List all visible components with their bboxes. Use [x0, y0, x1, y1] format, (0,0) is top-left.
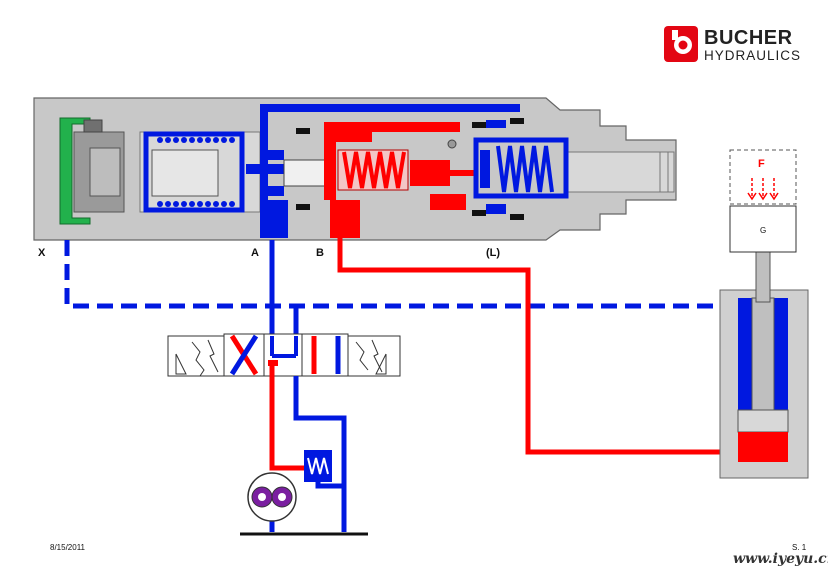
logo-brand-line1: BUCHER — [704, 27, 793, 49]
load-g-label: G — [760, 226, 767, 235]
footer-date: 8/15/2011 — [50, 543, 85, 552]
load-block — [729, 149, 797, 253]
tank-return-line — [293, 376, 347, 532]
logo-brand-line2: HYDRAULICS — [704, 48, 802, 63]
port-b-chamber — [324, 122, 476, 238]
port-label-l: (L) — [486, 247, 501, 259]
port-label-b: B — [316, 247, 324, 259]
seals — [296, 118, 524, 220]
left-spring-chamber — [143, 131, 245, 213]
right-spring-chamber — [473, 120, 569, 214]
line-b — [337, 238, 740, 455]
watermark: www.iyeyu.cn — [733, 551, 828, 567]
port-label-a: A — [251, 247, 259, 259]
pump — [247, 472, 297, 522]
green-pilot-piston — [59, 117, 125, 225]
relief-valve — [304, 450, 332, 482]
pilot-line-x — [64, 240, 740, 309]
port-label-x: X — [38, 247, 46, 259]
directional-valve — [167, 333, 401, 377]
force-label: F — [758, 158, 765, 170]
port-a-passage — [246, 104, 520, 238]
bucher-logo-icon — [664, 26, 698, 62]
pump-pressure-line — [269, 366, 304, 471]
cylinder — [719, 231, 809, 479]
footer-page: S. 1 — [792, 543, 807, 552]
